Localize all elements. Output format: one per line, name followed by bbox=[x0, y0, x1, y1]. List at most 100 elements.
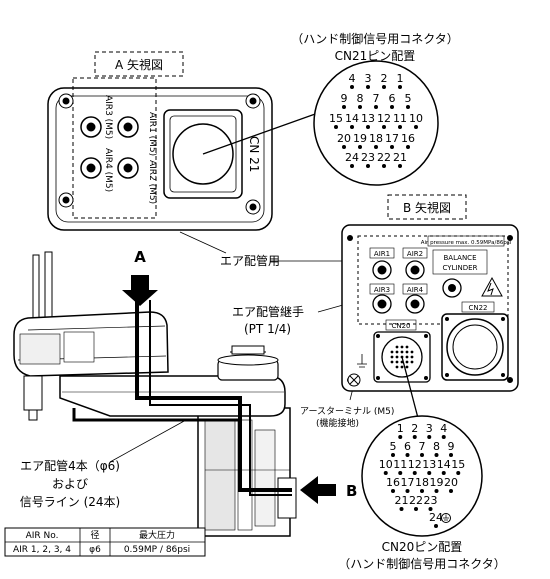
view-a-port-air2: AIR2 (M5) bbox=[147, 160, 157, 204]
cn20-pin-label: 6 bbox=[404, 440, 411, 453]
cn21-pin-label: 22 bbox=[377, 151, 391, 164]
cn20-mini-pin bbox=[410, 350, 414, 354]
cn20-pin-dot bbox=[427, 471, 432, 475]
view-b: B 矢視図 Air pressure max. 0.59MPa/86psi AI… bbox=[341, 194, 519, 419]
cn21-pin-label: 13 bbox=[361, 112, 375, 125]
cn21-pin-label: 7 bbox=[373, 92, 380, 105]
cn21-pin-label: 17 bbox=[385, 132, 399, 145]
cn21-pin-dot bbox=[366, 125, 370, 129]
cn20-pin-label: 17 bbox=[401, 476, 415, 489]
cn20-mini-pin bbox=[395, 365, 399, 369]
table-cell-pressure: 0.59MP / 86psi bbox=[124, 545, 190, 555]
cn21-pin-label: 9 bbox=[341, 92, 348, 105]
cn20-mini-pin bbox=[395, 350, 399, 354]
cn20-mini-pin bbox=[410, 360, 414, 364]
cn20-pin-label: 21 bbox=[395, 494, 409, 507]
cn21-pin-label: 11 bbox=[393, 112, 407, 125]
cn20-label: CN20 bbox=[391, 322, 410, 330]
table-header-diameter: 径 bbox=[90, 529, 99, 541]
cn20-pin-dot bbox=[412, 435, 417, 439]
cn20-pin-label: 24 bbox=[429, 511, 443, 524]
cn20-pin-label: 15 bbox=[451, 458, 465, 471]
cn21-pin-label: 19 bbox=[353, 132, 367, 145]
cn20-mini-pin bbox=[405, 350, 409, 354]
piping-joint-pt: (PT 1/4) bbox=[244, 322, 291, 336]
cn20-pin-label: 14 bbox=[437, 458, 451, 471]
ground-icon bbox=[357, 354, 367, 368]
view-a: A 矢視図 AIR1 (M5) AIR2 (M5) AIR3 (M5) AIR4… bbox=[47, 51, 319, 231]
cn21-pin-label: 15 bbox=[329, 112, 343, 125]
cn20-pin-label: 8 bbox=[433, 440, 440, 453]
cn21-pin-label: 14 bbox=[345, 112, 359, 125]
cn20-mini-pin bbox=[395, 360, 399, 364]
cn20-pin-label: 4 bbox=[440, 422, 447, 435]
cn21-pin-label: 3 bbox=[365, 72, 372, 85]
functional-earth-label: (機能接地) bbox=[316, 417, 359, 429]
cn20-pin-label: 20 bbox=[444, 476, 458, 489]
cn21-pin-dot bbox=[390, 105, 394, 109]
cn20-mini-pin bbox=[405, 345, 409, 349]
tube-label: エア配管4本（φ6) および 信号ライン (24本) bbox=[20, 419, 187, 509]
cn20-pin-label: 16 bbox=[386, 476, 400, 489]
cn21-pin-dot bbox=[406, 105, 410, 109]
cn20-pin-dot bbox=[414, 507, 418, 511]
table-cell-air: AIR 1, 2, 3, 4 bbox=[13, 545, 71, 555]
view-a-port-air3: AIR3 (M5) bbox=[103, 95, 113, 139]
cn21-pin-label: 5 bbox=[405, 92, 412, 105]
cn21-pin-label: 23 bbox=[361, 151, 375, 164]
cn21-pin-label: 20 bbox=[337, 132, 351, 145]
cn20-pin-label: 12 bbox=[408, 458, 422, 471]
cn20-mini-pin bbox=[405, 360, 409, 364]
cn20-pin-dot bbox=[449, 489, 453, 493]
cn21-pin-dot bbox=[398, 125, 402, 129]
table-header-pressure: 最大圧力 bbox=[139, 529, 175, 541]
cn20-pin-label: 7 bbox=[419, 440, 426, 453]
cn20-pin-dot bbox=[441, 471, 446, 475]
view-a-plate-inner bbox=[55, 95, 265, 223]
cn21-pin-label: 8 bbox=[357, 92, 364, 105]
table-header-air: AIR No. bbox=[26, 531, 59, 541]
arrow-a-label: A bbox=[134, 248, 146, 266]
view-a-port-air1: AIR1 (M5) bbox=[147, 112, 157, 156]
view-b-port-air4: AIR4 bbox=[407, 286, 424, 294]
cn20-pin-label: 11 bbox=[393, 458, 407, 471]
cn20-pin-dot bbox=[420, 489, 424, 493]
cn20-pin-label: 23 bbox=[424, 494, 438, 507]
cn21-pin-dot bbox=[358, 145, 362, 149]
cn21-pin-dot bbox=[382, 164, 386, 168]
cn20-mini-pin bbox=[395, 355, 399, 359]
cn20-pin-dot bbox=[434, 489, 439, 493]
cn20-mini-pin bbox=[390, 355, 394, 359]
cn20-pin-dot bbox=[398, 435, 403, 439]
cn20-pin-label: 22 bbox=[409, 494, 423, 507]
cn21-face bbox=[313, 60, 439, 186]
cn20-mini-pin bbox=[410, 355, 414, 359]
cn21-pin-dot bbox=[398, 164, 402, 168]
table-cell-diameter: φ6 bbox=[89, 545, 101, 555]
cn20-pin-dot bbox=[405, 453, 410, 457]
cn21-pin-dot bbox=[382, 125, 386, 129]
cn21-pin-label: 2 bbox=[381, 72, 388, 85]
cn20-mini-pin bbox=[400, 345, 404, 349]
cn20-face bbox=[361, 415, 483, 537]
view-b-title: B 矢視図 bbox=[403, 200, 451, 215]
cn20-pin-label: 5 bbox=[390, 440, 397, 453]
cn21-pin-dot bbox=[350, 164, 354, 168]
cn20-mini-pin bbox=[390, 350, 394, 354]
tube-label-line2: および bbox=[52, 477, 88, 491]
warning-icon bbox=[481, 276, 503, 297]
cn20-pin-dot bbox=[427, 435, 432, 439]
cn21-pin-dot bbox=[406, 145, 410, 149]
cn21-pin-label: 10 bbox=[409, 112, 423, 125]
view-b-port-air2: AIR2 bbox=[407, 250, 423, 258]
cn21-pin-dot bbox=[366, 85, 370, 89]
cn21-pin-dot bbox=[390, 145, 394, 149]
cn20-pin-dot bbox=[420, 453, 424, 457]
cn20-pin-label: 18 bbox=[415, 476, 429, 489]
